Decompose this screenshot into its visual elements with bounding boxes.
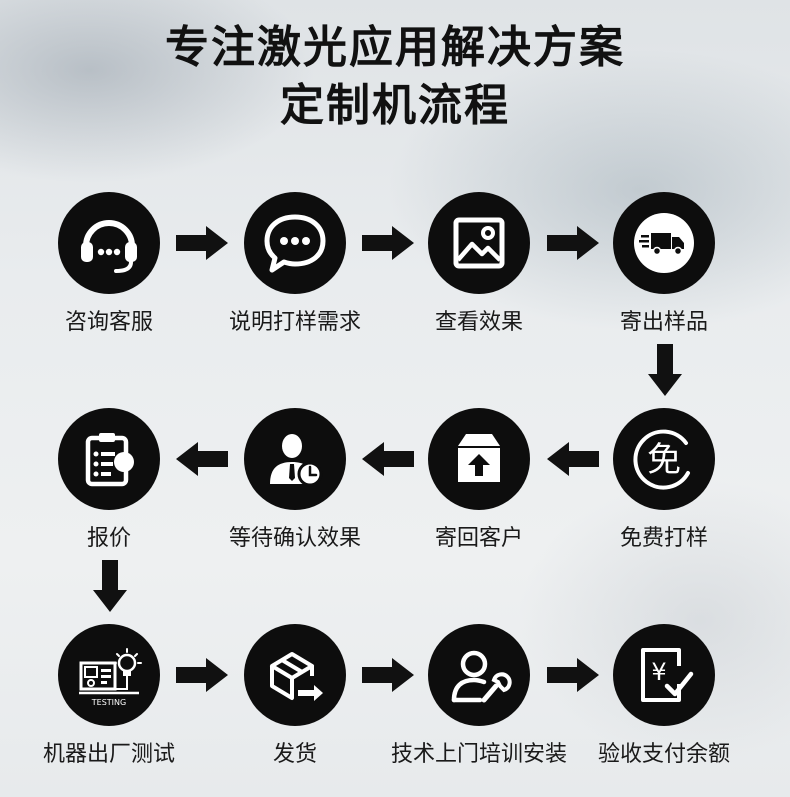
step-label: 发货 [272,742,317,767]
step-describe-requirements: 说明打样需求 [205,192,385,336]
technician-wrench-icon [451,650,512,703]
arrow-right-icon [176,658,228,692]
step-label: 寄回客户 [434,526,523,551]
step-label: 查看效果 [434,310,523,335]
arrow-right-icon [362,226,414,260]
waiting-person-clock-icon [270,434,323,487]
arrow-left-icon [362,442,414,476]
step-circle [244,192,346,294]
step-circle [428,192,530,294]
step-label: 验收支付余额 [597,742,730,767]
svg-text:¥: ¥ [651,658,666,686]
machine-testing-icon: TESTING [79,648,142,707]
svg-text:TESTING: TESTING [91,698,126,707]
step-circle: TESTING [58,624,160,726]
shipping-box-icon [270,652,323,701]
page-title-line1: 专注激光应用解决方案 [165,22,625,73]
return-box-icon [458,434,500,482]
step-circle [428,624,530,726]
step-circle [428,408,530,510]
step-label: 等待确认效果 [228,526,361,551]
step-factory-testing: TESTING 机器出厂测试 [19,624,199,768]
step-circle: 免 [613,408,715,510]
arrow-down-icon [648,344,682,396]
arrow-left-icon [176,442,228,476]
chat-bubble-icon [264,214,326,273]
step-label: 机器出厂测试 [42,742,175,767]
step-free-sample: 免 免费打样 [574,408,754,552]
free-icon: 免 [633,429,690,490]
step-consult: 咨询客服 [19,192,199,336]
arrow-left-icon [547,442,599,476]
step-circle: ¥ [613,624,715,726]
step-circle [58,192,160,294]
step-label: 技术上门培训安装 [390,742,567,767]
step-circle [244,408,346,510]
step-quotation: 报价 [19,408,199,552]
headset-icon [81,220,137,273]
step-view-result: 查看效果 [389,192,569,336]
step-label: 寄出样品 [619,310,708,335]
arrow-right-icon [362,658,414,692]
page-title-line2: 定制机流程 [280,80,510,131]
step-return-to-customer: 寄回客户 [389,408,569,552]
svg-text:免: 免 [647,440,681,480]
payment-check-icon: ¥ [641,648,694,702]
arrow-right-icon [547,658,599,692]
step-label: 咨询客服 [64,310,153,335]
arrow-right-icon [547,226,599,260]
step-acceptance-payment: ¥ 验收支付余额 [574,624,754,768]
image-icon [453,217,505,269]
step-circle [58,408,160,510]
step-label: 说明打样需求 [228,310,361,335]
step-circle [244,624,346,726]
arrow-right-icon [176,226,228,260]
delivery-truck-icon [634,213,694,273]
arrow-down-icon [93,560,127,612]
step-circle [613,192,715,294]
step-await-confirmation: 等待确认效果 [205,408,385,552]
clipboard-quote-icon [85,433,134,487]
step-send-sample: 寄出样品 [574,192,754,336]
step-ship: 发货 [205,624,385,768]
step-label: 免费打样 [619,526,708,551]
step-onsite-training-installation: 技术上门培训安装 [389,624,569,768]
step-label: 报价 [86,526,131,551]
